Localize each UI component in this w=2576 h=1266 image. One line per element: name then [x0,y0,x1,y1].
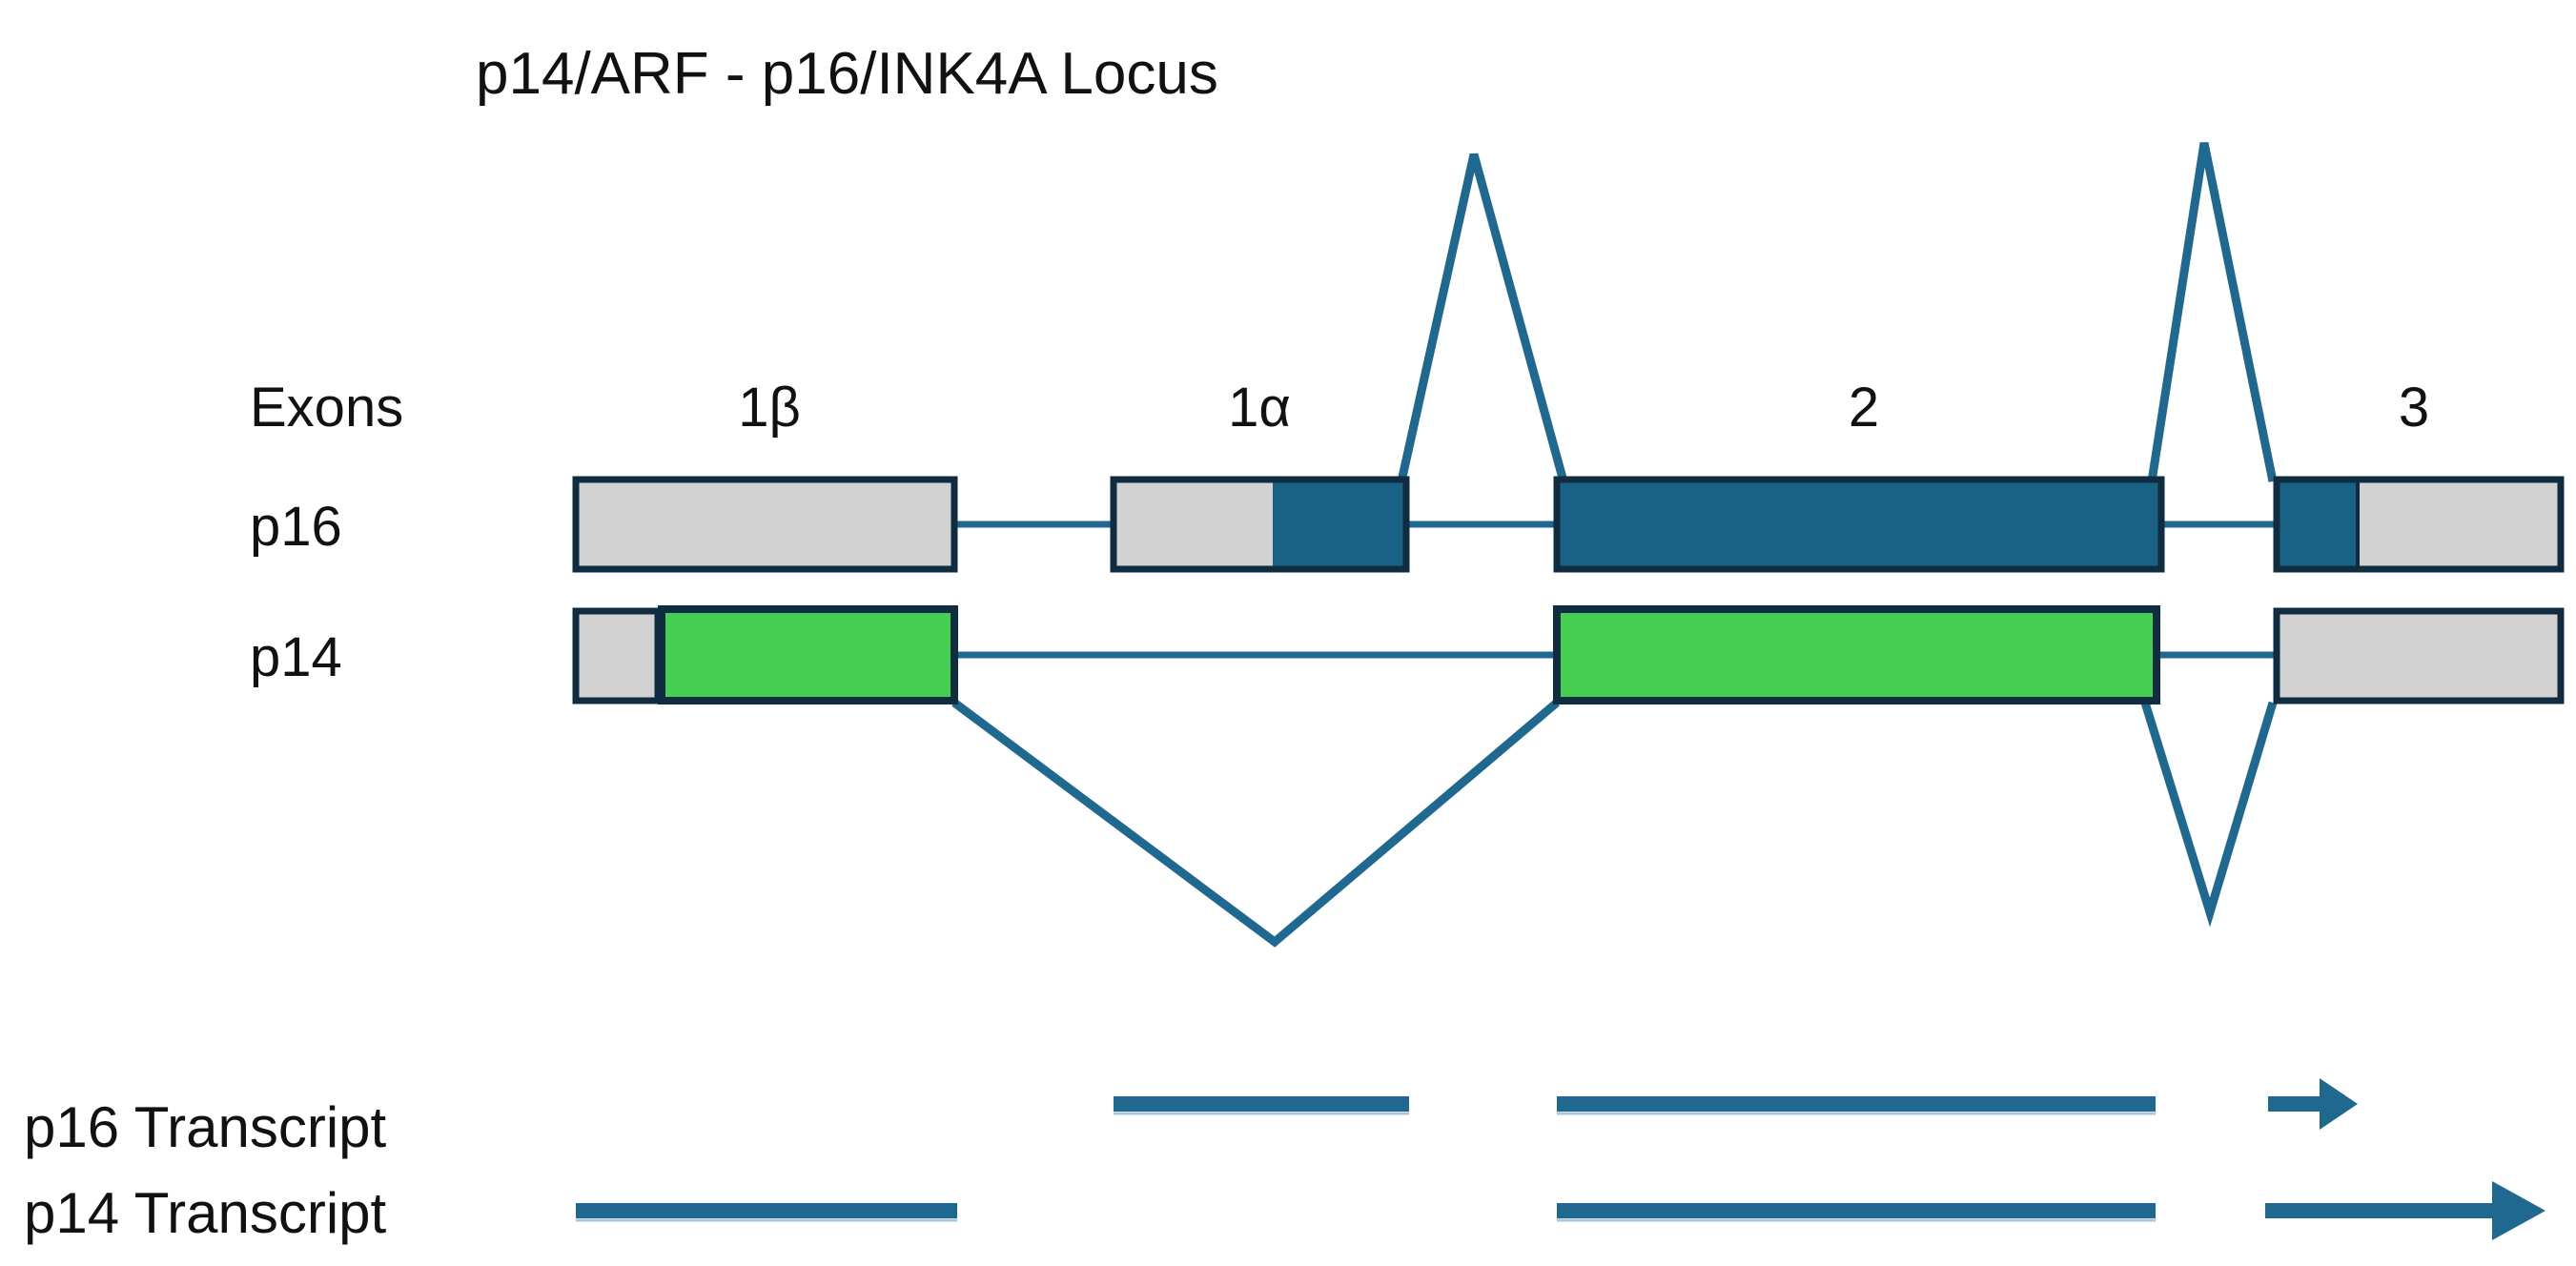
intron-connectors [954,521,2277,659]
p16-transcript-segment-3 [2268,1096,2320,1112]
p14-exon-2-box [1553,605,2160,704]
splice-lines [951,142,2278,948]
p14-exon-3-box [2273,607,2565,704]
p14-transcript-arrowhead [2492,1181,2545,1240]
p16-exon-1alpha-coding-segment [1273,480,1406,569]
p14-transcript-segment-3 [2265,1203,2492,1218]
p14-transcript-segment-1beta [576,1203,957,1218]
exon-1alpha-label: 1α [1228,377,1291,439]
diagram-title: p14/ARF - p16/INK4A Locus [476,41,1218,107]
p16-exon-3-coding-segment [2277,480,2358,569]
p16-exon-1alpha-outline [1110,476,1410,573]
exon-1beta-label: 1β [738,377,801,439]
p16-transcript-segment-2 [1557,1096,2156,1112]
p16-splice-1alpha-to-2 [1397,153,1568,483]
p16-splice-2-to-3 [2147,142,2278,482]
p16-exon-1alpha-utr-segment [1114,480,1273,569]
p14-row-label: p14 [250,626,342,688]
p16-exon-3-utr-segment [2358,480,2561,569]
exons-header-label: Exons [250,377,403,439]
p16-transcript-label: p16 Transcript [24,1095,387,1159]
p16-transcript-segment-1alpha [1114,1096,1409,1112]
p16-exon-2-box [1553,476,2165,573]
p14-exon-1beta-utr-box [572,607,662,704]
p16-transcript-track [1114,1078,2358,1130]
p14-splice-1beta-to-2 [951,699,1560,948]
p14-splice-2-to-3 [2140,701,2278,928]
p14-transcript-segment-2 [1557,1203,2156,1218]
exon-label-row: Exons 1β 1α 2 3 [250,377,2429,439]
p14-exon-1beta-coding-box [658,605,958,704]
exon-2-label: 2 [1849,377,1879,439]
exon-3-label: 3 [2399,377,2429,439]
p16-row-label: p16 [250,496,342,558]
p16-exon-1beta-box [572,476,958,573]
p16-transcript-arrowhead [2320,1078,2358,1130]
p14-gene-row [572,605,2565,704]
p14-transcript-label: p14 Transcript [24,1181,387,1245]
p14-transcript-track [576,1181,2545,1240]
p16-exon-3-outline [2273,476,2565,573]
p16-gene-row [572,476,2565,573]
